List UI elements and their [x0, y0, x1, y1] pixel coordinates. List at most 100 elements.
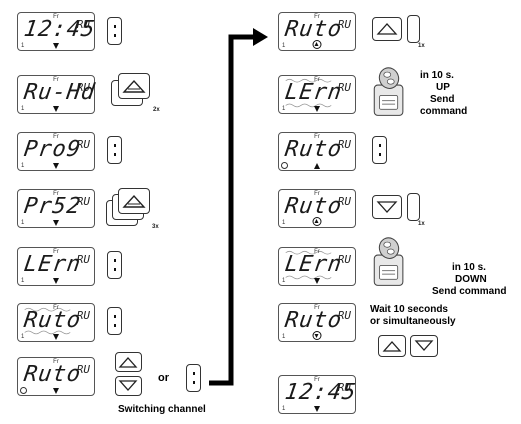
- set-button[interactable]: [107, 307, 122, 335]
- wait-instruction-line1: Wait 10 seconds: [370, 304, 448, 315]
- lcd-display-time: Fr 12:45 RU 1: [17, 12, 97, 51]
- lcd-segments: Ruto: [283, 194, 344, 219]
- channel-number: 1: [282, 334, 286, 340]
- down-marker-icon: [53, 106, 59, 112]
- down-instruction-line1: in 10 s.: [452, 262, 486, 273]
- day-label: Fr: [53, 77, 59, 83]
- lcd-segments: LErn: [283, 252, 344, 277]
- day-label: Fr: [314, 305, 320, 311]
- up-key[interactable]: [115, 352, 142, 372]
- lcd-display-auto-channel: Fr Ruto RU: [278, 132, 356, 171]
- channel-number: 1: [282, 43, 286, 49]
- clock-icon: [281, 162, 288, 169]
- lcd-suffix: RU: [337, 81, 351, 94]
- empty-button[interactable]: [407, 193, 420, 221]
- clock-icon: [20, 387, 27, 394]
- up-arrow-icon: [382, 341, 402, 352]
- channel-number: 1: [21, 278, 25, 284]
- lcd-suffix: RU: [337, 195, 351, 208]
- lcd-segments: Pr52: [22, 194, 83, 219]
- switching-channel-label: Switching channel: [118, 404, 206, 415]
- channel-number: 1: [21, 43, 25, 49]
- up-key[interactable]: [118, 188, 150, 214]
- lcd-suffix: RU: [76, 253, 90, 266]
- set-button[interactable]: [372, 136, 387, 164]
- up-instruction-line4: command: [420, 106, 468, 117]
- lcd-suffix: RU: [76, 138, 90, 151]
- up-arrow-icon: [122, 194, 146, 208]
- lcd-segments: Ruto: [283, 308, 344, 333]
- press-count: 1x: [418, 221, 425, 227]
- set-button[interactable]: [186, 364, 201, 392]
- down-circle-icon: [312, 331, 322, 340]
- up-circle-icon: [312, 40, 322, 49]
- down-marker-icon: [314, 106, 320, 112]
- channel-number: 1: [21, 220, 25, 226]
- lcd-display-learn-blinking: Fr LErn RU 1: [278, 75, 356, 114]
- day-label: Fr: [53, 191, 59, 197]
- channel-number: 1: [21, 163, 25, 169]
- up-instruction-line3: Send: [430, 94, 455, 105]
- day-label: Fr: [314, 77, 320, 83]
- down-marker-icon: [314, 278, 320, 284]
- day-label: Fr: [314, 191, 320, 197]
- lcd-display-auto-up: Fr Ruto RU 1: [278, 189, 356, 228]
- remote-sender-icon: [373, 67, 404, 116]
- channel-number: 1: [282, 106, 286, 112]
- day-label: Fr: [314, 377, 320, 383]
- day-label: Fr: [314, 134, 320, 140]
- day-label: Fr: [53, 14, 59, 20]
- lcd-display-learn-blinking: Fr LErn RU 1: [278, 247, 356, 286]
- channel-number: 1: [282, 278, 286, 284]
- up-key[interactable]: [378, 335, 406, 357]
- down-marker-icon: [53, 388, 59, 394]
- down-key[interactable]: [410, 335, 438, 357]
- remote-sender-icon: [373, 237, 404, 286]
- up-key[interactable]: [372, 17, 402, 41]
- down-marker-icon: [53, 220, 59, 226]
- channel-number: 1: [282, 406, 286, 412]
- lcd-segments: LErn: [22, 252, 83, 277]
- down-arrow-icon: [376, 201, 398, 213]
- down-marker-icon: [53, 334, 59, 340]
- lcd-display-time: Fr 12:45 RU 1: [278, 375, 358, 414]
- empty-button[interactable]: [407, 15, 420, 43]
- day-label: Fr: [53, 134, 59, 140]
- lcd-suffix: RU: [337, 309, 351, 322]
- up-circle-icon: [312, 217, 322, 226]
- lcd-suffix: RU: [76, 18, 90, 31]
- down-marker-icon: [314, 406, 320, 412]
- down-marker-icon: [53, 163, 59, 169]
- or-label: or: [158, 372, 169, 384]
- down-marker-icon: [53, 278, 59, 284]
- down-arrow-icon: [118, 380, 138, 391]
- press-count: 3x: [152, 224, 159, 230]
- lcd-suffix: RU: [337, 381, 351, 394]
- lcd-display-auto-down: Fr Ruto RU 1: [278, 303, 356, 342]
- down-marker-icon: [53, 43, 59, 49]
- up-arrow-icon: [118, 357, 138, 368]
- lcd-display-pr52: Fr Pr52 RU 1: [17, 189, 95, 228]
- down-arrow-icon: [414, 340, 434, 351]
- down-key[interactable]: [115, 376, 142, 396]
- up-arrow-icon: [376, 23, 398, 35]
- lcd-segments: Ruto: [283, 17, 344, 42]
- set-button[interactable]: [107, 136, 122, 164]
- lcd-suffix: RU: [337, 18, 351, 31]
- down-key[interactable]: [372, 195, 402, 219]
- press-count: 1x: [418, 43, 425, 49]
- lcd-suffix: RU: [76, 195, 90, 208]
- up-marker-icon: [314, 163, 320, 169]
- down-instruction-line3: Send command: [432, 286, 507, 297]
- up-key[interactable]: [118, 73, 150, 99]
- press-count: 2x: [153, 107, 160, 113]
- lcd-segments: Ruto: [22, 362, 83, 387]
- wait-instruction-line2: or simultaneously: [370, 316, 456, 327]
- set-button[interactable]: [107, 17, 122, 45]
- day-label: Fr: [53, 359, 59, 365]
- lcd-suffix: RU: [76, 363, 90, 376]
- set-button[interactable]: [107, 251, 122, 279]
- day-label: Fr: [53, 249, 59, 255]
- lcd-display-auto-hand: Fr Ru-Hd RU 1: [17, 75, 97, 114]
